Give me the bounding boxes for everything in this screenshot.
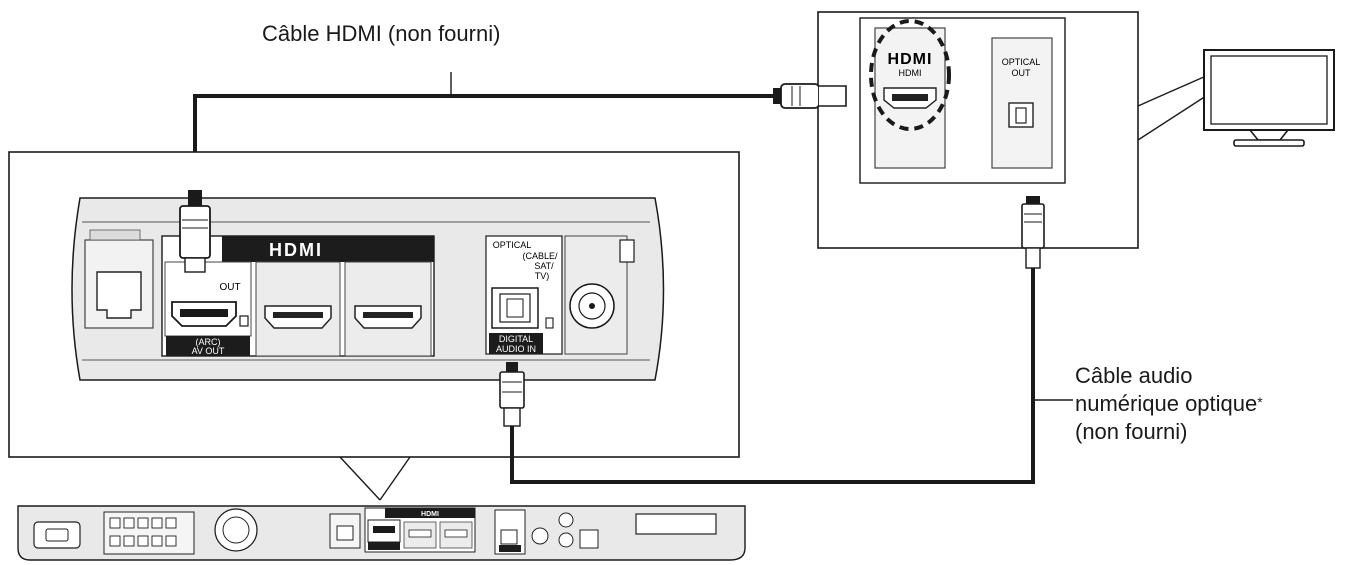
- tv-hdmi-logo: HDMI: [888, 51, 933, 68]
- tv-optical-label-2: OUT: [1012, 68, 1032, 78]
- strip-hdmi-logo: HDMI: [421, 511, 439, 518]
- antenna-port: [564, 235, 635, 355]
- tv-callout-pointer: [1137, 75, 1207, 141]
- player-hdmi-plug-icon: [179, 190, 211, 273]
- hdmi-plug-icon: [773, 83, 847, 109]
- player-arc-label: (ARC): [196, 337, 221, 347]
- optical-cable-footnote-mark: *: [1257, 394, 1263, 410]
- player-digital-label-1: DIGITAL: [499, 334, 533, 344]
- player-callout-pointer: [339, 456, 411, 501]
- player-optical-label-2: (CABLE/: [522, 251, 558, 261]
- player-hdmi-in-port-2: [344, 261, 432, 357]
- player-optical-label-4: TV): [535, 271, 550, 281]
- player-optical-plug-icon: [499, 362, 525, 427]
- device-strip: HDMI: [17, 505, 746, 561]
- lan-port: [84, 239, 154, 329]
- optical-cable-label-line-1: Câble audio: [1075, 363, 1193, 388]
- tv-icon: [1203, 49, 1335, 147]
- hdmi-cable-label: Câble HDMI (non fourni): [262, 21, 501, 46]
- player-panel: HDMI OUT (ARC) AV OUT: [8, 151, 740, 458]
- player-hdmi-logo: HDMI: [269, 240, 323, 260]
- player-hdmi-out-port: OUT (ARC) AV OUT: [164, 261, 252, 356]
- optical-cable-label-line-2: numérique optique*: [1075, 390, 1263, 418]
- tv-panel: HDMI HDMI OPTICAL OUT: [817, 11, 1139, 249]
- player-hdmi-in-port-1: [255, 261, 341, 357]
- player-hdmi-section: HDMI OUT (ARC) AV OUT: [161, 235, 435, 357]
- tv-optical-label-1: OPTICAL: [1002, 57, 1041, 67]
- tv-optical-port: OPTICAL OUT: [991, 37, 1053, 169]
- optical-cable-label: Câble audio numérique optique* (non four…: [1075, 362, 1263, 446]
- player-digital-label-2: AUDIO IN: [496, 344, 536, 354]
- player-optical-label-1: OPTICAL: [493, 240, 532, 250]
- optical-plug-icon: [1021, 196, 1045, 269]
- player-optical-label-3: SAT/: [534, 261, 554, 271]
- player-optical-port: OPTICAL (CABLE/ SAT/ TV) DIGITAL AUDIO I…: [485, 235, 563, 355]
- optical-cable-label-line-2-text: numérique optique: [1075, 391, 1258, 416]
- player-out-label: OUT: [219, 282, 240, 293]
- optical-cable: [499, 196, 1073, 484]
- tv-hdmi-highlight: [869, 19, 951, 131]
- player-av-out-label: AV OUT: [192, 346, 225, 356]
- tv-hdmi-port-label: HDMI: [899, 68, 922, 78]
- tv-hdmi-port: HDMI HDMI: [869, 19, 951, 169]
- optical-cable-label-line-3: (non fourni): [1075, 419, 1188, 444]
